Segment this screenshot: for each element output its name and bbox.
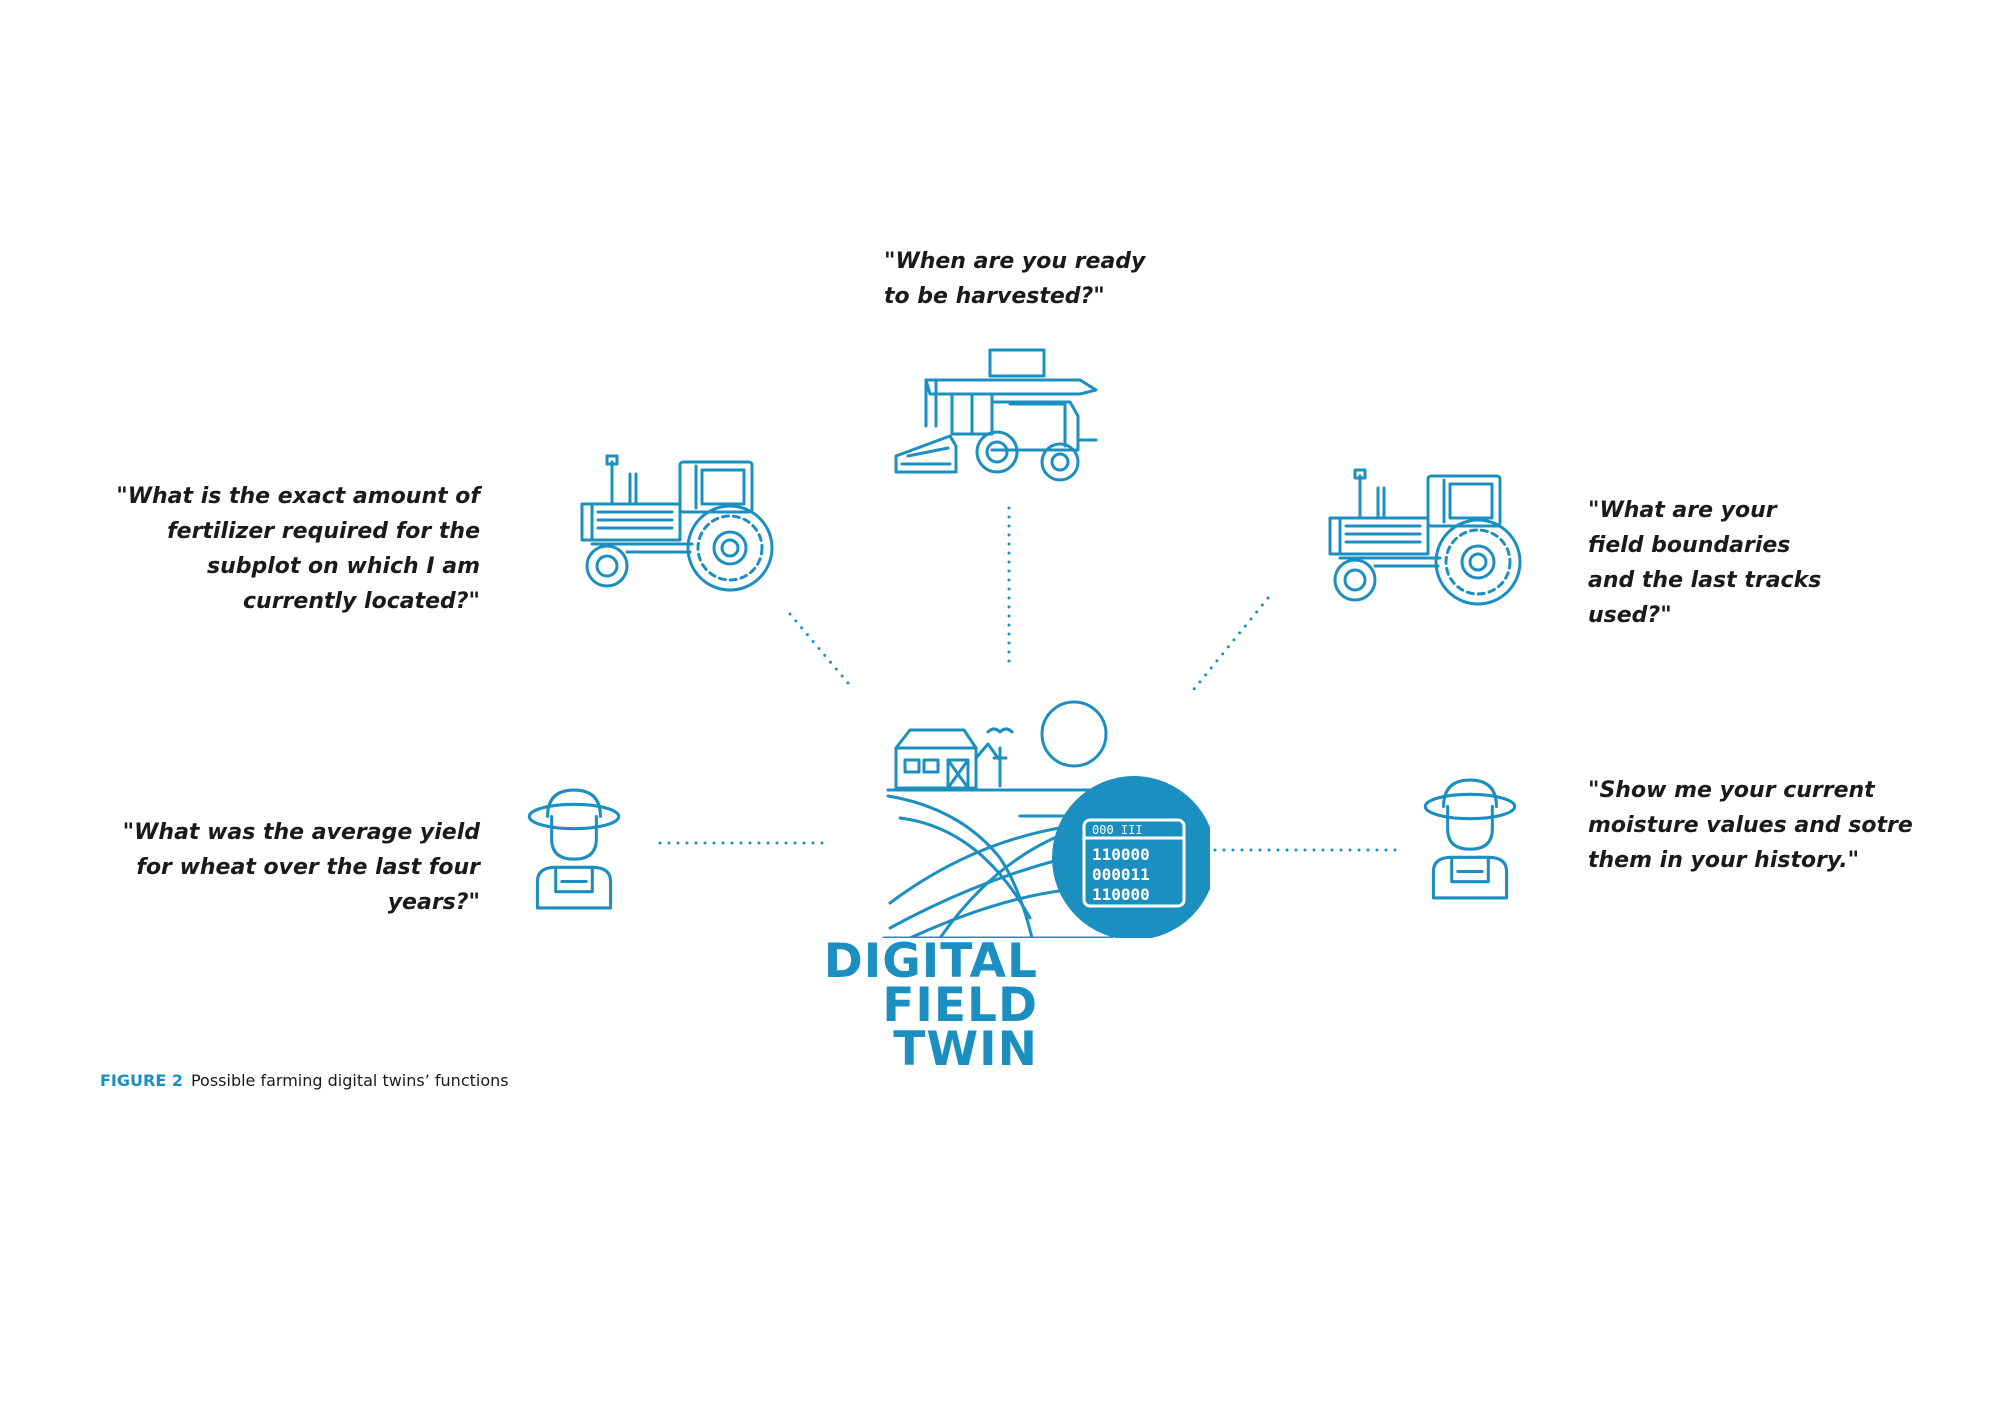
connector-upper-right bbox=[1188, 596, 1270, 696]
binary-row: 110000 bbox=[1092, 885, 1150, 904]
question-harvest: "When are you ready to be harvested?" bbox=[884, 249, 1146, 309]
figure-caption-text: Possible farming digital twins’ function… bbox=[190, 1071, 509, 1090]
tractor-icon bbox=[1328, 468, 1522, 606]
figure-caption: FIGURE 2 Possible farming digital twins’ … bbox=[100, 1071, 509, 1090]
binary-row: 000011 bbox=[1092, 865, 1150, 884]
tractor-icon bbox=[580, 454, 774, 592]
question-yield: "What was the average yield for wheat ov… bbox=[122, 820, 480, 915]
farm-landscape-icon: 000 III 110000 000011 110000 bbox=[882, 700, 1210, 938]
title-line-2: FIELD TWIN bbox=[882, 978, 1038, 1077]
farmer-icon bbox=[1423, 778, 1517, 900]
question-fertilizer: "What is the exact amount of fertilizer … bbox=[116, 484, 480, 614]
binary-row: 000 III bbox=[1092, 823, 1143, 837]
connector-upper-left bbox=[788, 612, 850, 685]
question-moisture: "Show me your current moisture values an… bbox=[1588, 778, 1913, 873]
binary-row: 110000 bbox=[1092, 845, 1150, 864]
title-line-1: DIGITAL bbox=[823, 934, 1038, 989]
figure-label: FIGURE 2 bbox=[100, 1071, 183, 1090]
question-boundaries: "What are your field boundaries and the … bbox=[1588, 498, 1822, 628]
farmer-icon bbox=[527, 788, 621, 910]
digital-field-twin-title: DIGITAL FIELD TWIN bbox=[748, 938, 1038, 1073]
combine-harvester-icon bbox=[894, 348, 1098, 482]
